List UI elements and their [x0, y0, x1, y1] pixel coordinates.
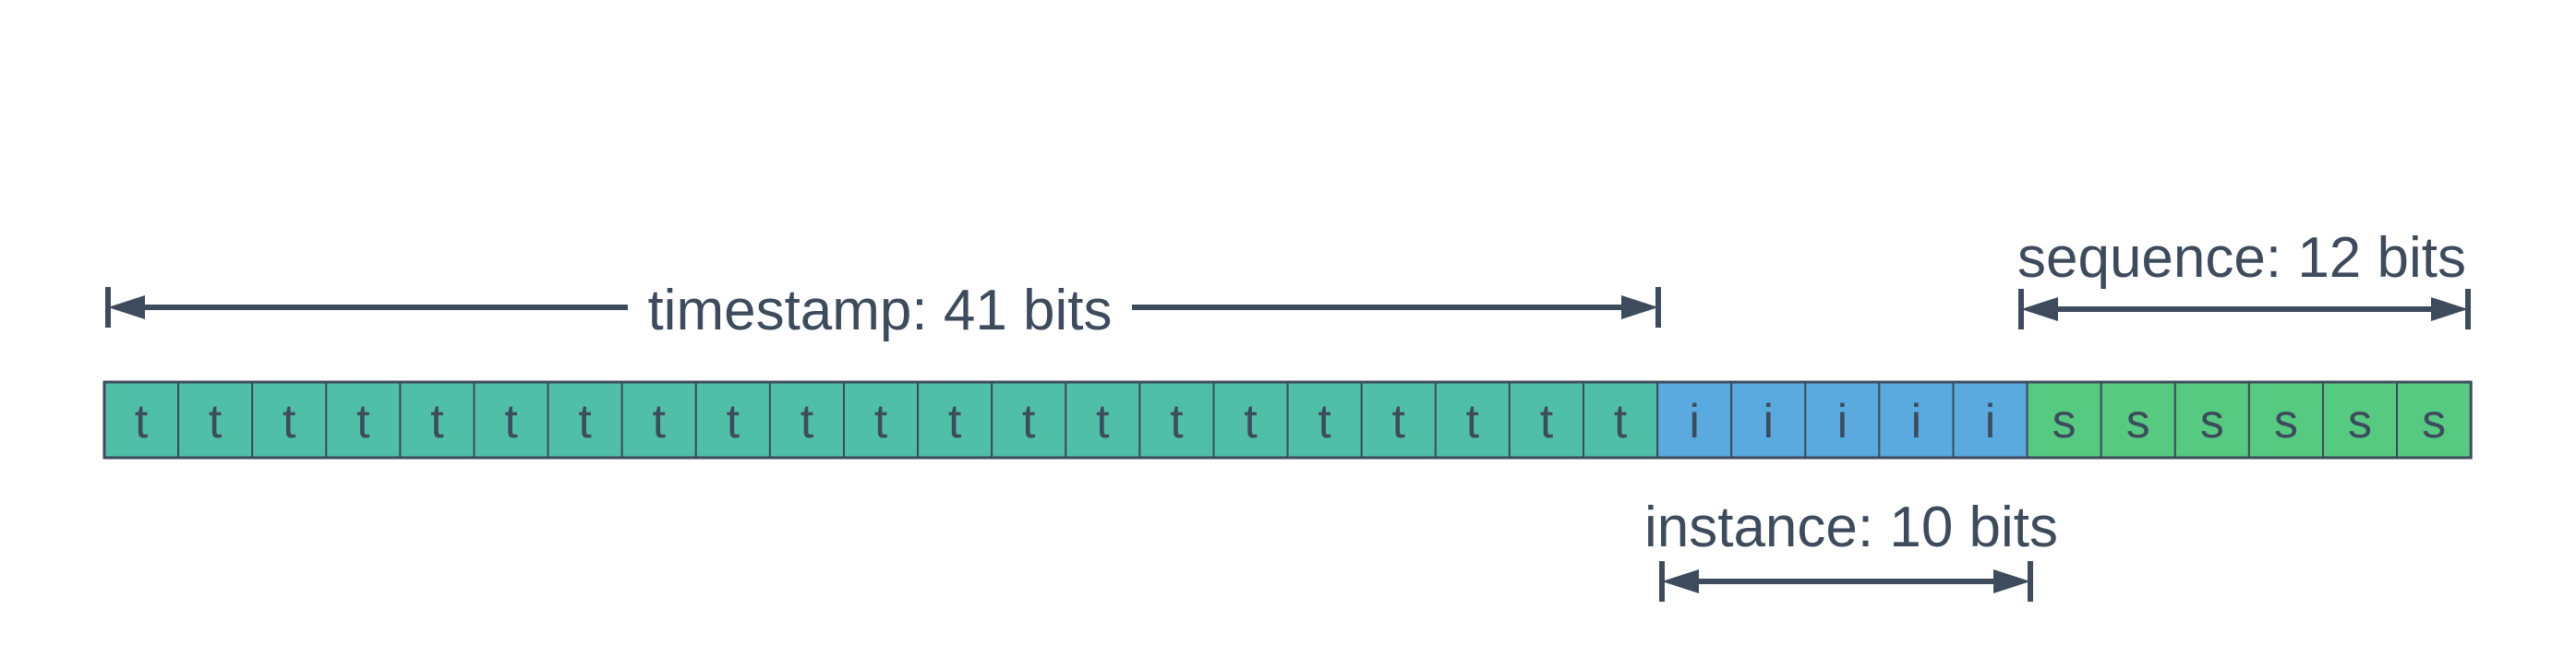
timestamp-bit-letter: t [504, 395, 518, 449]
timestamp-bit-letter: t [135, 395, 149, 449]
timestamp-bit-cell [768, 381, 846, 459]
timestamp-bit-letter: t [1466, 395, 1480, 449]
timestamp-bit-cell [917, 381, 993, 459]
timestamp-bit-letter: t [430, 395, 444, 449]
timestamp-label: timestamp: 41 bits [647, 279, 1112, 342]
instance-span: instance: 10 bits [1644, 496, 2058, 602]
instance-label: instance: 10 bits [1644, 496, 2058, 559]
timestamp-bit-cell [1434, 381, 1511, 459]
sequence-bit-cell [2173, 381, 2250, 459]
timestamp-bit-letter: t [727, 395, 740, 449]
bit-strip-border [102, 380, 2473, 460]
timestamp-span: timestamp: 41 bits [105, 279, 1661, 342]
sequence-bit-letter: s [2126, 395, 2150, 449]
timestamp-bit-letter: t [1540, 395, 1554, 449]
instance-bit-letter: i [1763, 395, 1774, 449]
sequence-bit-letter: s [2200, 395, 2224, 449]
instance-bit-letter: i [1985, 395, 1996, 449]
timestamp-left-arrowhead [108, 295, 145, 319]
timestamp-bit-letter: t [800, 395, 814, 449]
timestamp-bit-letter: t [948, 395, 962, 449]
sequence-right-arrowhead [2431, 297, 2468, 321]
timestamp-bit-cell [1360, 381, 1437, 459]
timestamp-bit-letter: t [1318, 395, 1331, 449]
instance-bit-letter: i [1911, 395, 1922, 449]
instance-bit-letter: i [1837, 395, 1848, 449]
timestamp-bit-letter: t [653, 395, 667, 449]
timestamp-bit-cell [473, 381, 549, 459]
timestamp-bit-cell [1212, 381, 1289, 459]
timestamp-bit-letter: t [209, 395, 223, 449]
sequence-bit-cell [2100, 381, 2176, 459]
timestamp-bit-letter: t [578, 395, 592, 449]
timestamp-bit-cell [177, 381, 254, 459]
timestamp-bit-cell [1508, 381, 1585, 459]
sequence-label: sequence: 12 bits [2017, 226, 2466, 290]
instance-right-arrowhead [1993, 569, 2030, 593]
timestamp-bit-cell [1583, 381, 1659, 459]
sequence-span: sequence: 12 bits [2017, 226, 2471, 329]
instance-left-arrowhead [1662, 569, 1699, 593]
timestamp-bit-letter: t [356, 395, 370, 449]
instance-bit-letter: i [1689, 395, 1700, 449]
sequence-bit-letter: s [2274, 395, 2298, 449]
timestamp-bit-letter: t [1170, 395, 1184, 449]
timestamp-bit-letter: t [1244, 395, 1258, 449]
timestamp-bit-cell [620, 381, 697, 459]
timestamp-bit-letter: t [1392, 395, 1406, 449]
timestamp-bit-letter: t [1096, 395, 1110, 449]
timestamp-bit-letter: t [1022, 395, 1036, 449]
timestamp-bit-letter: t [874, 395, 888, 449]
timestamp-right-arrowhead [1621, 295, 1658, 319]
sequence-bit-cell [2026, 381, 2102, 459]
timestamp-bit-cell [1286, 381, 1363, 459]
sequence-left-arrowhead [2021, 297, 2058, 321]
instance-bit-cell [1730, 381, 1807, 459]
timestamp-bit-letter: t [283, 395, 296, 449]
timestamp-bit-letter: t [1614, 395, 1628, 449]
sequence-bit-letter: s [2348, 395, 2372, 449]
sequence-bit-letter: s [2422, 395, 2446, 449]
sequence-bit-letter: s [2052, 395, 2076, 449]
